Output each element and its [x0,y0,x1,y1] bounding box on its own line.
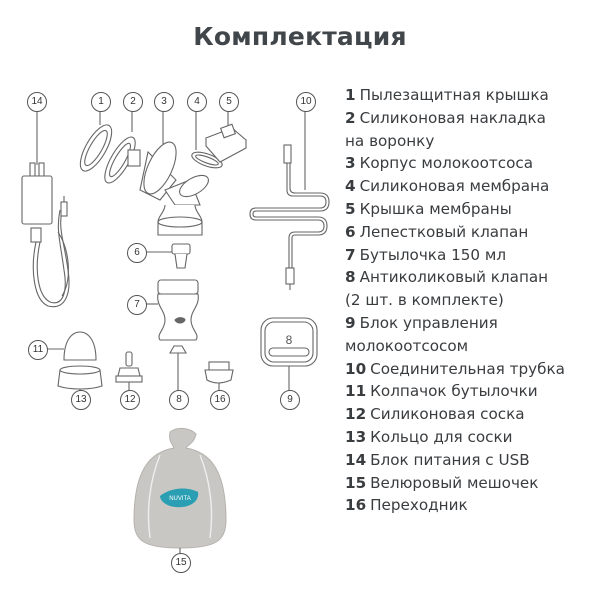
callout-16: 16 [210,390,230,410]
callout-6: 6 [127,243,147,263]
callout-13: 13 [71,390,91,410]
nipple-ring-icon [57,365,103,392]
callout-9: 9 [280,390,300,410]
silicone-membrane-icon [191,109,223,169]
silicone-nipple-icon [115,351,143,392]
callout-12: 12 [120,390,140,410]
callout-7: 7 [127,295,147,315]
parts-illustration: 8 NUVITA [21,109,330,554]
list-item-8-cont: (2 шт. в комплекте) [345,291,504,310]
callout-15: 15 [171,553,191,573]
callout-4: 4 [187,92,207,112]
bag-logo: NUVITA [169,496,191,502]
petal-valve-icon [145,243,191,269]
pump-body-icon [139,109,209,236]
callout-1: 1 [91,92,111,112]
callout-2: 2 [123,92,143,112]
power-adapter-icon [21,111,70,308]
velour-bag-icon: NUVITA [133,427,227,554]
list-item-9-cont: молокоотсосом [345,336,469,355]
anti-colic-valve-icon [169,345,187,392]
silicone-insert-icon [104,109,141,184]
callout-11: 11 [28,340,48,360]
connecting-tube-icon [249,110,330,290]
bottle-icon [145,279,199,341]
membrane-cap-icon [205,109,247,163]
callout-8: 8 [169,390,189,410]
list-item-2-cont: на воронку [345,131,435,150]
callout-10: 10 [296,92,316,112]
page-title: Комплектация [193,22,407,51]
bottle-cap-icon [47,331,97,361]
adapter-icon [204,361,234,392]
parts-diagram: 8 NUVITA 14 1 2 3 4 5 10 6 7 11 13 12 8 … [21,92,330,573]
callout-14: 14 [27,92,47,112]
callout-3: 3 [154,92,174,112]
callout-5: 5 [219,92,239,112]
control-display: 8 [286,333,293,347]
control-unit-icon [260,317,318,392]
